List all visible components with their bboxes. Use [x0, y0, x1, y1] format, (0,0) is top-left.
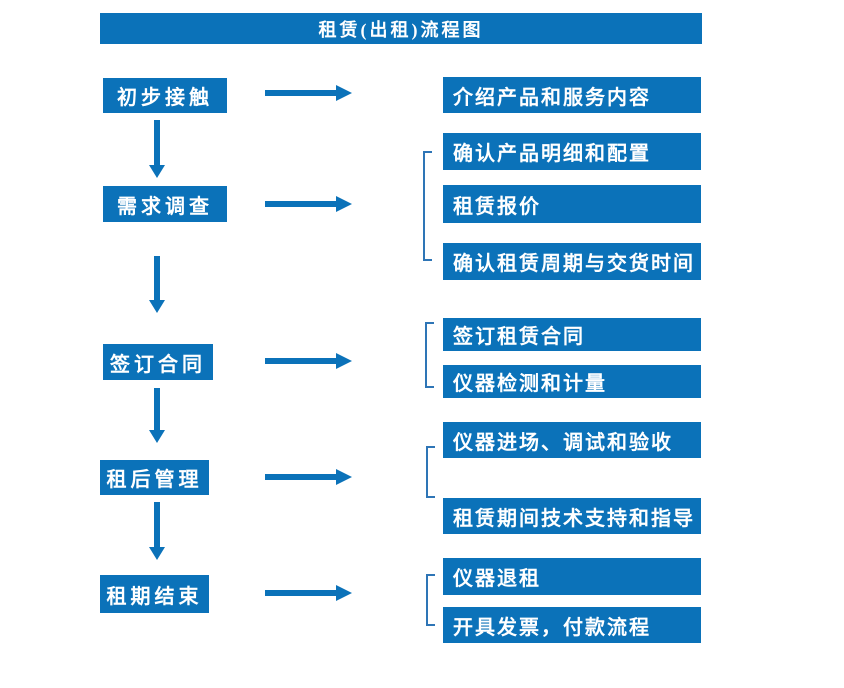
down-arrow-1: [149, 120, 165, 178]
arrow-shaft: [154, 120, 160, 165]
right-arrow-2: [265, 196, 352, 212]
arrow-shaft: [265, 90, 338, 96]
group-bracket-1: [423, 151, 432, 261]
detail-box-instrument-return: 仪器退租: [443, 558, 701, 595]
detail-box-invoice-payment: 开具发票，付款流程: [443, 607, 701, 643]
detail-box-sign-rental-contract: 签订租赁合同: [443, 318, 701, 351]
arrow-shaft: [265, 358, 338, 364]
arrow-head-icon: [149, 165, 165, 178]
detail-box-instrument-entry: 仪器进场、调试和验收: [443, 422, 701, 458]
step-box-demand-survey: 需求调查: [103, 186, 227, 222]
step-box-rental-end: 租期结束: [100, 575, 209, 613]
arrow-shaft: [265, 474, 338, 480]
arrow-head-icon: [149, 547, 165, 560]
right-arrow-1: [265, 85, 352, 101]
arrow-head-icon: [336, 585, 352, 601]
detail-box-confirm-product-details: 确认产品明细和配置: [443, 133, 701, 170]
down-arrow-3: [149, 388, 165, 443]
detail-box-tech-support: 租赁期间技术支持和指导: [443, 498, 701, 534]
group-bracket-2: [425, 322, 434, 388]
down-arrow-4: [149, 502, 165, 560]
arrow-shaft: [154, 388, 160, 430]
step-box-post-rental-management: 租后管理: [100, 460, 209, 495]
right-arrow-4: [265, 469, 352, 485]
right-arrow-5: [265, 585, 352, 601]
arrow-shaft: [154, 256, 160, 300]
detail-box-introduce-products: 介绍产品和服务内容: [443, 77, 701, 113]
arrow-head-icon: [336, 85, 352, 101]
flowchart-title: 租赁(出租)流程图: [100, 13, 702, 44]
arrow-shaft: [265, 201, 338, 207]
detail-box-instrument-testing: 仪器检测和计量: [443, 365, 701, 398]
arrow-head-icon: [149, 300, 165, 313]
step-box-sign-contract: 签订合同: [103, 344, 213, 380]
arrow-shaft: [154, 502, 160, 547]
group-bracket-4: [426, 574, 435, 626]
arrow-head-icon: [336, 469, 352, 485]
step-box-initial-contact: 初步接触: [103, 78, 227, 113]
right-arrow-3: [265, 353, 352, 369]
group-bracket-3: [426, 446, 435, 498]
down-arrow-2: [149, 256, 165, 313]
arrow-head-icon: [336, 353, 352, 369]
arrow-shaft: [265, 590, 338, 596]
arrow-head-icon: [149, 430, 165, 443]
arrow-head-icon: [336, 196, 352, 212]
detail-box-rental-quote: 租赁报价: [443, 185, 701, 223]
detail-box-confirm-rental-period: 确认租赁周期与交货时间: [443, 243, 701, 280]
